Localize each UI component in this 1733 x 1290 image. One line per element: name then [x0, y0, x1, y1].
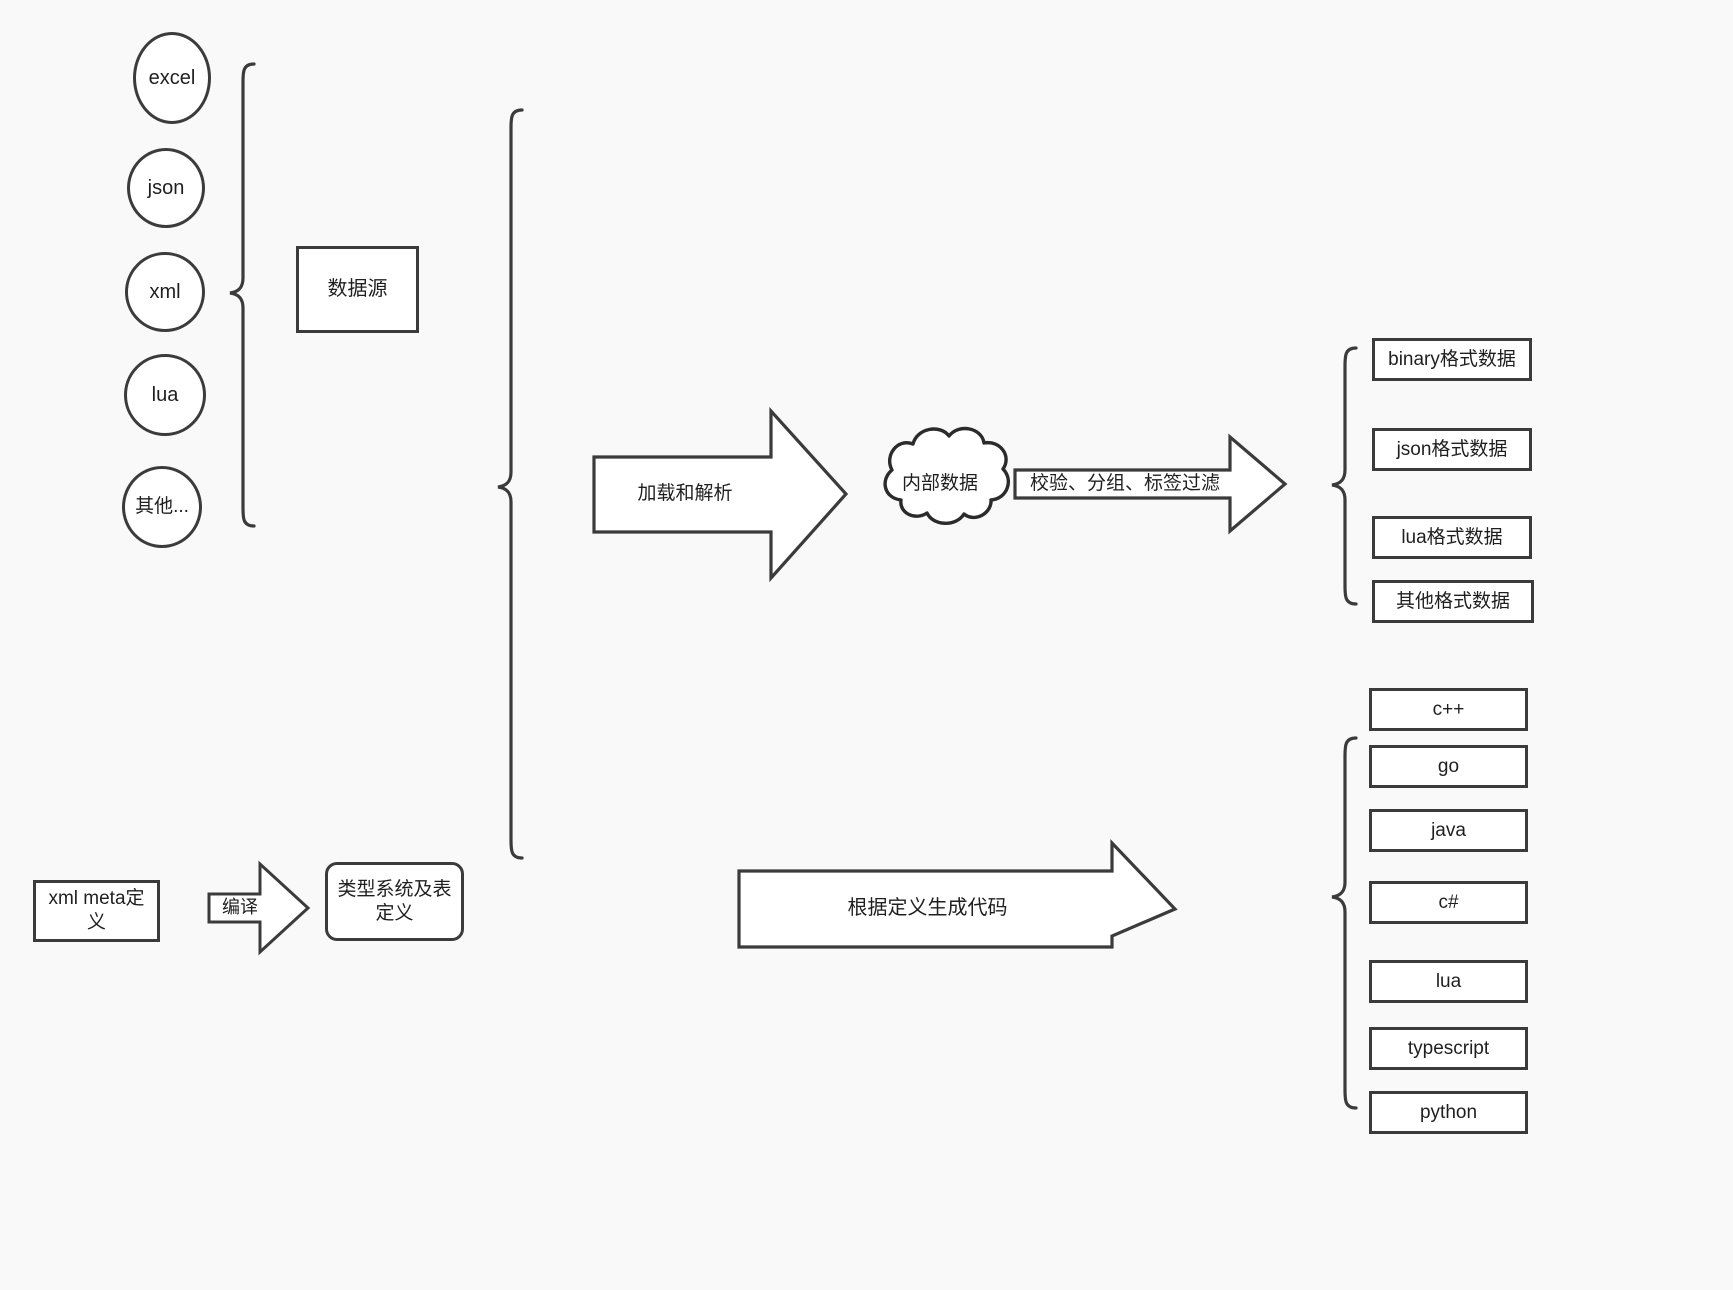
source-label: 其他... — [135, 496, 189, 518]
output-format-box-lua[interactable]: lua格式数据 — [1372, 516, 1532, 559]
source-node-excel[interactable]: excel — [133, 32, 211, 124]
xml-meta-definition-box[interactable]: xml meta定义 — [33, 880, 160, 942]
data-formats-brace — [1331, 346, 1358, 606]
output-format-label: lua格式数据 — [1401, 526, 1503, 548]
data-source-box[interactable]: 数据源 — [296, 246, 419, 333]
source-node-xml[interactable]: xml — [125, 252, 205, 332]
output-language-label: c# — [1438, 891, 1459, 913]
load-and-parse-arrow — [592, 406, 849, 583]
output-language-box-java[interactable]: java — [1369, 809, 1528, 852]
source-label: xml — [149, 280, 181, 303]
output-language-box-python[interactable]: python — [1369, 1091, 1528, 1134]
codegen-arrow — [737, 839, 1178, 949]
output-language-box-lua[interactable]: lua — [1369, 960, 1528, 1003]
source-label: json — [147, 176, 185, 199]
output-language-label: java — [1431, 819, 1466, 841]
type-system-box[interactable]: 类型系统及表定义 — [325, 862, 464, 941]
validate-group-filter-arrow — [1013, 433, 1288, 535]
languages-brace — [1331, 736, 1358, 1110]
compile-arrow — [207, 860, 311, 956]
output-format-label: 其他格式数据 — [1395, 590, 1510, 612]
output-format-label: binary格式数据 — [1388, 348, 1516, 370]
output-language-box-cpp[interactable]: c++ — [1369, 688, 1528, 731]
output-language-label: lua — [1435, 970, 1462, 992]
source-label: excel — [148, 66, 196, 89]
xml-meta-definition-label: xml meta定义 — [48, 888, 145, 933]
data-source-label: 数据源 — [327, 278, 388, 300]
sources-brace — [229, 62, 256, 528]
output-language-label: python — [1419, 1101, 1478, 1123]
output-language-label: c++ — [1432, 698, 1465, 720]
output-language-label: go — [1437, 755, 1460, 777]
output-format-label: json格式数据 — [1396, 438, 1508, 460]
source-label: lua — [151, 383, 179, 406]
output-format-box-json[interactable]: json格式数据 — [1372, 428, 1532, 471]
source-node-json[interactable]: json — [127, 148, 205, 228]
output-language-box-typescript[interactable]: typescript — [1369, 1027, 1528, 1070]
source-node-lua[interactable]: lua — [124, 354, 206, 436]
inputs-brace — [497, 108, 524, 860]
output-format-box-other[interactable]: 其他格式数据 — [1372, 580, 1534, 623]
output-language-box-csharp[interactable]: c# — [1369, 881, 1528, 924]
output-language-label: typescript — [1407, 1037, 1490, 1059]
source-node-other[interactable]: 其他... — [122, 466, 202, 548]
output-format-box-binary[interactable]: binary格式数据 — [1372, 338, 1532, 381]
type-system-label: 类型系统及表定义 — [337, 878, 452, 924]
output-language-box-go[interactable]: go — [1369, 745, 1528, 788]
internal-data-cloud — [883, 426, 1010, 525]
